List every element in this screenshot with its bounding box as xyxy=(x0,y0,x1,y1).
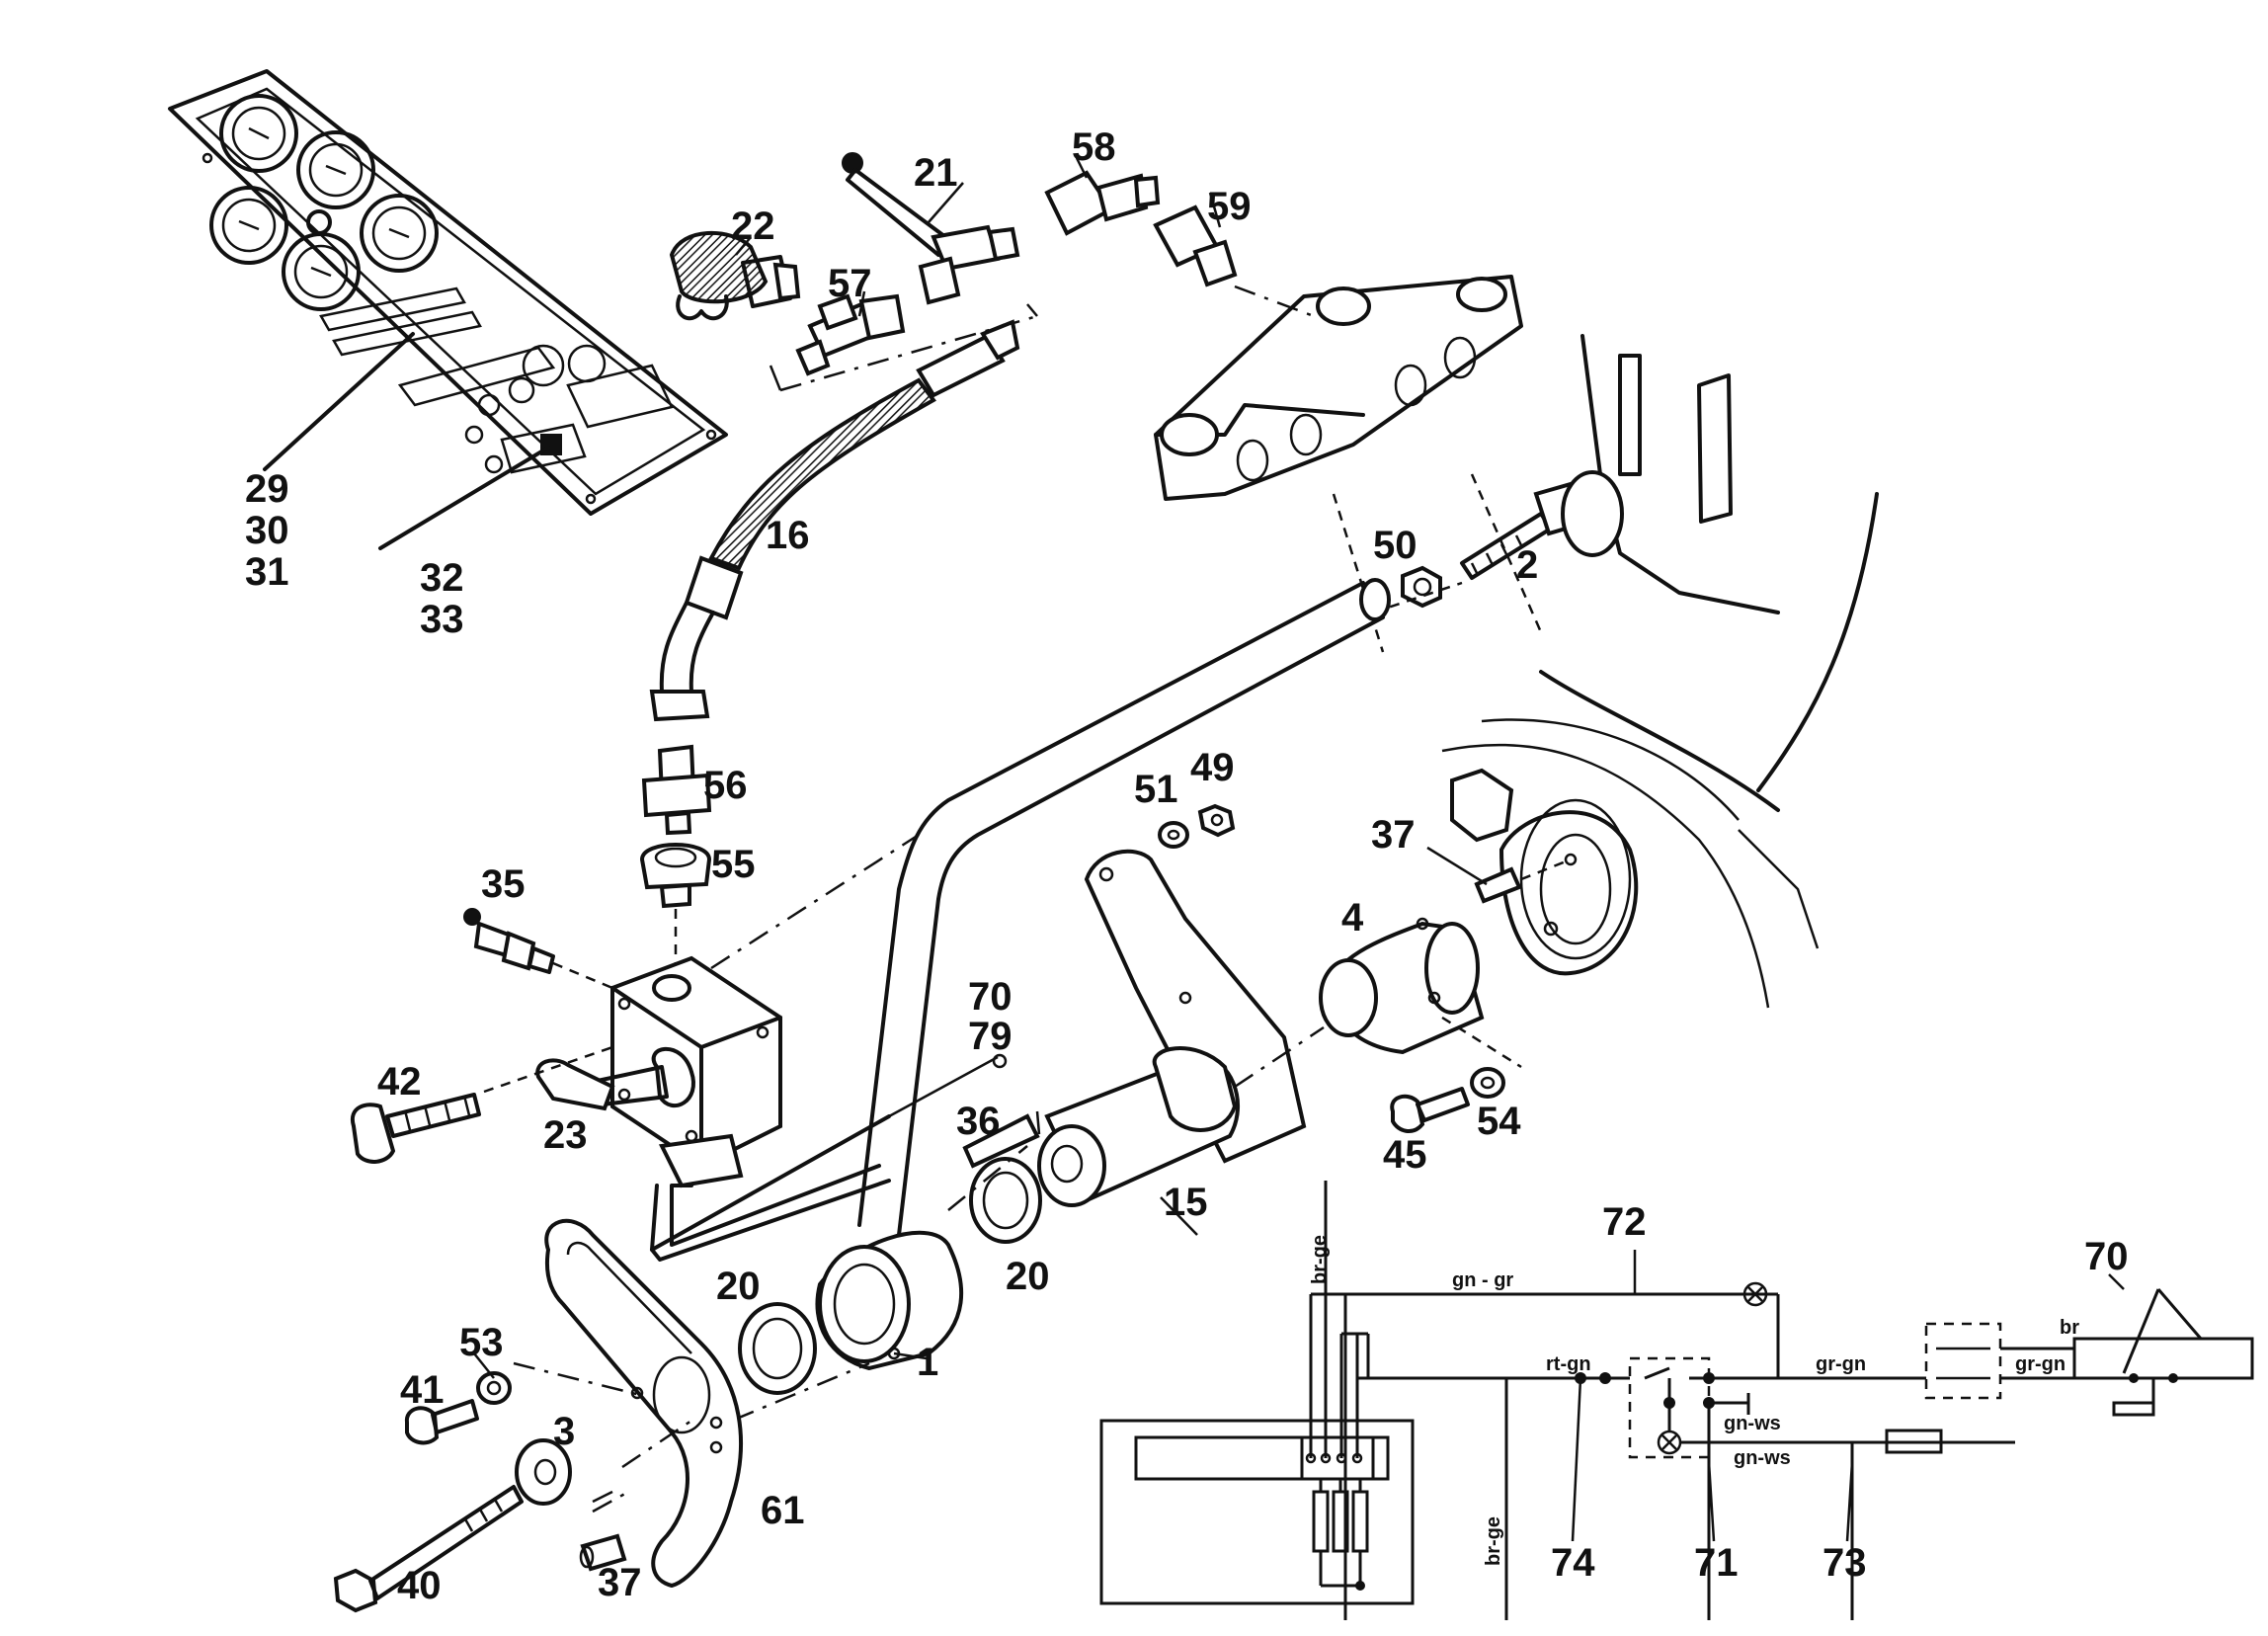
label-56: 56 xyxy=(703,764,748,807)
instrument-panel xyxy=(168,69,728,550)
label-53: 53 xyxy=(459,1321,504,1364)
label-33: 33 xyxy=(420,598,464,641)
label-55: 55 xyxy=(711,843,756,886)
hose-fittings xyxy=(669,152,1315,392)
label-54: 54 xyxy=(1477,1100,1521,1143)
wire-label-br-ge-bottom: br-ge xyxy=(1483,1516,1504,1566)
valve-block-top xyxy=(1154,275,1523,653)
hose-16 xyxy=(649,319,1020,722)
label-22: 22 xyxy=(731,204,775,248)
wire-label-gn-ws-2: gn-ws xyxy=(1734,1447,1791,1469)
label-51: 51 xyxy=(1134,768,1178,811)
label-20-left: 20 xyxy=(716,1265,761,1308)
label-58: 58 xyxy=(1072,125,1116,169)
label-70-upper: 70 xyxy=(968,975,1012,1019)
wire-label-gr-gn-1: gr-gn xyxy=(1816,1353,1866,1375)
part-labels: 29 30 31 32 33 22 57 21 58 59 16 50 2 56… xyxy=(245,125,2129,1607)
label-16: 16 xyxy=(766,514,810,557)
label-20-right: 20 xyxy=(1006,1255,1050,1298)
switch-block xyxy=(350,908,1008,1262)
label-21: 21 xyxy=(914,151,958,195)
label-45: 45 xyxy=(1383,1133,1427,1177)
wiring-schematic xyxy=(1099,1181,2254,1620)
cover-4 xyxy=(1319,917,1522,1133)
label-59: 59 xyxy=(1207,185,1252,228)
label-72: 72 xyxy=(1602,1200,1647,1244)
label-15: 15 xyxy=(1164,1181,1208,1224)
leader-lines xyxy=(473,157,2125,1542)
nuts-51-49 xyxy=(1158,803,1236,849)
label-2: 2 xyxy=(1516,543,1538,587)
label-35: 35 xyxy=(481,862,526,906)
label-4: 4 xyxy=(1341,896,1364,940)
label-71: 71 xyxy=(1694,1541,1739,1585)
hub-assembly xyxy=(690,1113,1042,1439)
fittings-56-55 xyxy=(639,744,920,970)
label-29: 29 xyxy=(245,467,289,511)
label-41: 41 xyxy=(400,1368,445,1412)
lever-plate-61 xyxy=(333,1218,743,1613)
engine-outline xyxy=(1441,334,1879,1009)
wire-label-gn-gr: gn - gr xyxy=(1452,1269,1513,1291)
label-3: 3 xyxy=(553,1410,575,1453)
label-50: 50 xyxy=(1373,524,1418,567)
label-37-lower: 37 xyxy=(598,1561,642,1604)
wire-labels: br-ge gn - gr rt-gn gr-gn br gr-gn gn-ws… xyxy=(1309,1235,2079,1566)
wire-label-br: br xyxy=(2060,1317,2079,1339)
label-42: 42 xyxy=(377,1060,422,1104)
label-79: 79 xyxy=(968,1015,1012,1058)
bolt-2 xyxy=(1372,470,1624,614)
label-36: 36 xyxy=(956,1100,1001,1143)
label-23: 23 xyxy=(543,1113,588,1157)
label-37-upper: 37 xyxy=(1371,813,1416,857)
wire-label-br-ge-top: br-ge xyxy=(1309,1235,1331,1284)
label-49: 49 xyxy=(1190,746,1235,789)
label-73: 73 xyxy=(1822,1541,1867,1585)
label-74: 74 xyxy=(1551,1541,1595,1585)
label-30: 30 xyxy=(245,509,289,552)
wire-label-rt-gn: rt-gn xyxy=(1546,1353,1591,1375)
bracket-plate xyxy=(1037,849,1325,1207)
flywheel-housing xyxy=(1450,768,1639,976)
label-31: 31 xyxy=(245,550,289,594)
label-61: 61 xyxy=(761,1489,805,1532)
label-32: 32 xyxy=(420,556,464,600)
label-40: 40 xyxy=(397,1564,442,1607)
label-57: 57 xyxy=(828,262,872,305)
wire-label-gr-gn-2: gr-gn xyxy=(2015,1353,2066,1375)
wire-label-gn-ws-1: gn-ws xyxy=(1724,1413,1781,1434)
label-1: 1 xyxy=(917,1341,938,1384)
label-70-schematic: 70 xyxy=(2084,1235,2129,1278)
